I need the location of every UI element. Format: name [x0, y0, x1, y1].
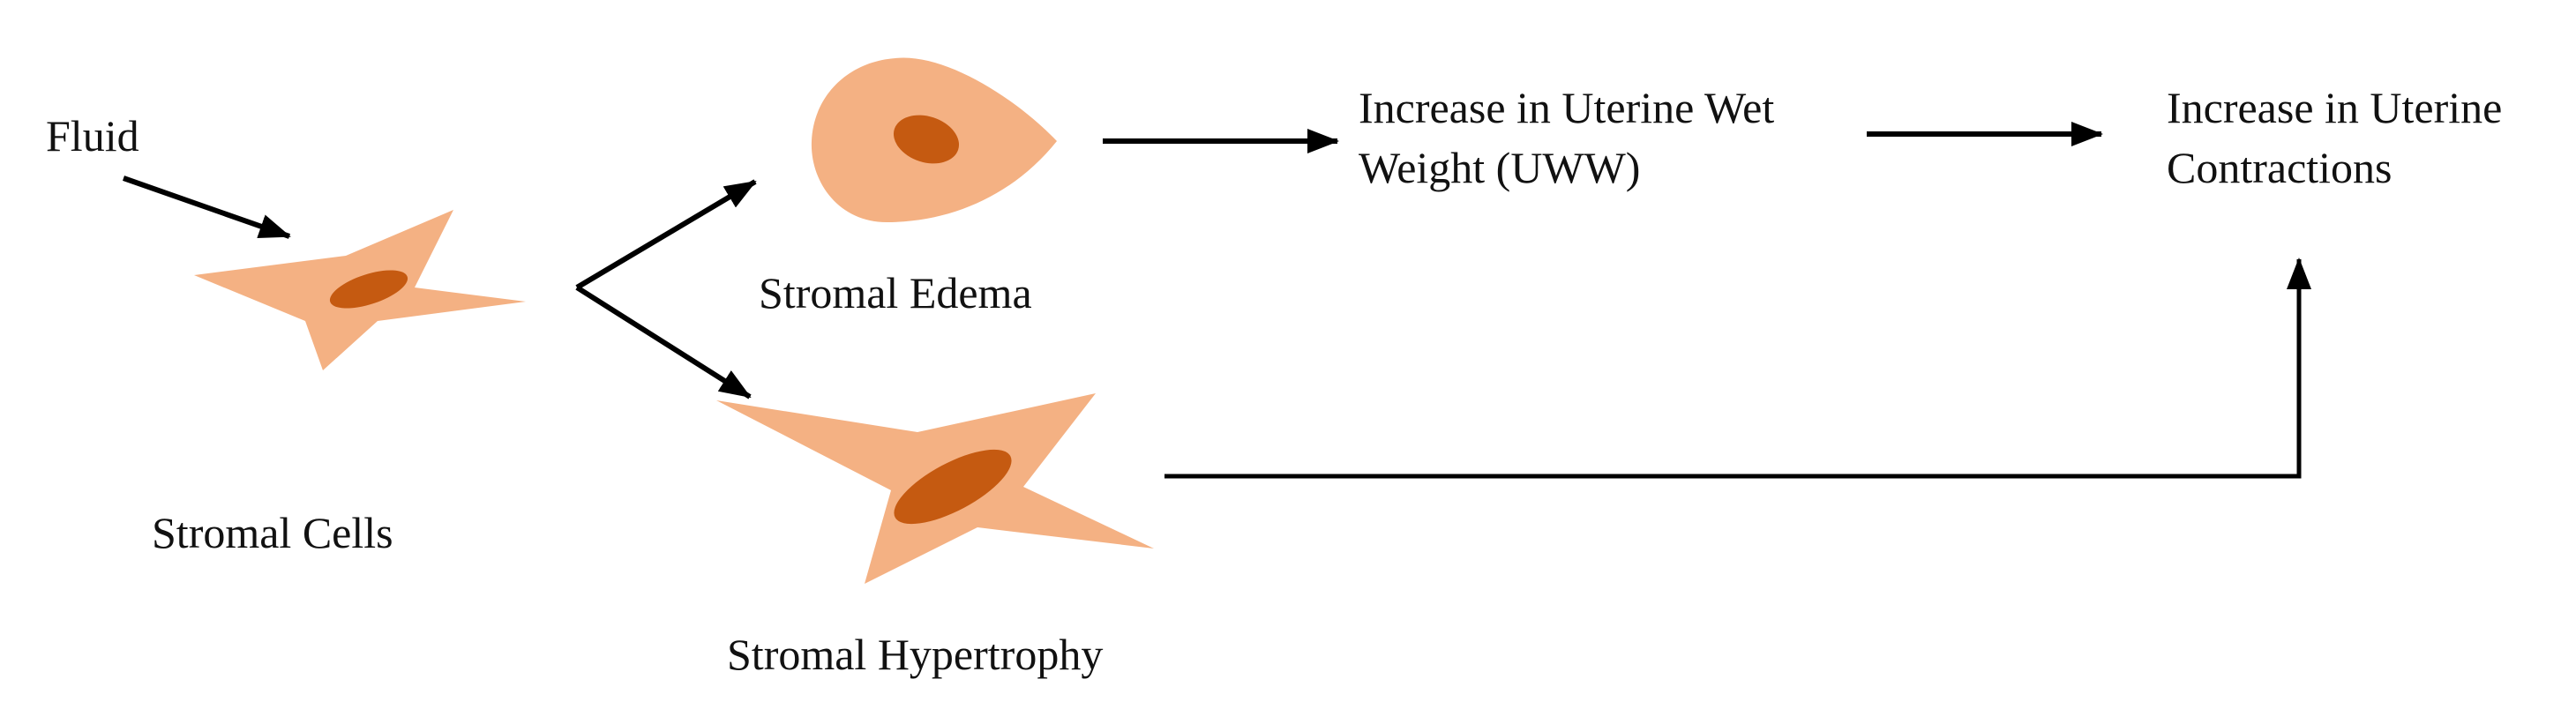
- label-stromal-hypertrophy: Stromal Hypertrophy: [727, 630, 1104, 679]
- label-stromal-edema: Stromal Edema: [759, 268, 1032, 317]
- stromal-edema-cell-shape: [811, 57, 1057, 222]
- stromal-hypertrophy-cell-shape: [716, 393, 1154, 584]
- arrow-to-hypertrophy: [575, 285, 752, 399]
- label-stromal-cells: Stromal Cells: [152, 508, 393, 557]
- fluid-arrow: [123, 175, 291, 239]
- arrow-hypertrophy-to-contractions: [1164, 258, 2311, 479]
- label-uterine-wet-weight: Increase in Uterine Wet Weight (UWW): [1359, 78, 1774, 198]
- label-contractions-line1: Increase in Uterine: [2167, 83, 2503, 132]
- stromal-cell-shape: [194, 210, 526, 370]
- label-uterine-contractions: Increase in Uterine Contractions: [2167, 78, 2502, 198]
- label-contractions-line2: Contractions: [2167, 143, 2393, 192]
- arrow-to-edema: [575, 179, 757, 290]
- label-uww-line2: Weight (UWW): [1359, 143, 1641, 192]
- label-uww-line1: Increase in Uterine Wet: [1359, 83, 1775, 132]
- label-fluid: Fluid: [46, 111, 139, 160]
